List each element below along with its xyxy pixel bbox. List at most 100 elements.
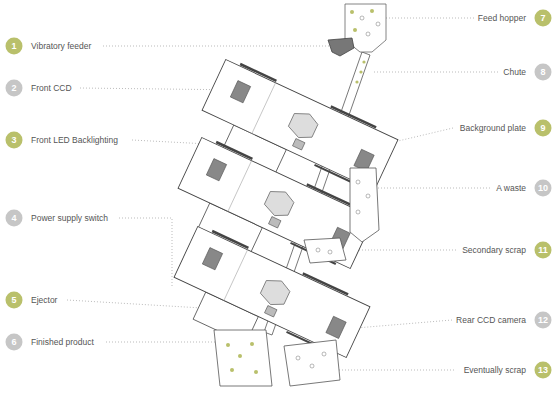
callout-number: 2: [5, 79, 23, 97]
panel-line: [228, 161, 252, 212]
callout-number: 8: [534, 63, 552, 81]
callout-number: 5: [5, 291, 23, 309]
callout-circle: 9: [534, 119, 552, 137]
unit-housing: [174, 226, 370, 357]
circle-shape: [535, 180, 552, 197]
ccd-camera: [206, 159, 226, 181]
part-name: Rear CCD camera: [456, 315, 526, 325]
panel-line: [252, 83, 276, 134]
grain: [359, 70, 362, 73]
part-name: Vibratory feeder: [31, 41, 91, 51]
leader-line: [372, 72, 498, 73]
top-strip: [212, 231, 248, 248]
grain: [296, 356, 300, 360]
callout-number: 6: [5, 333, 23, 351]
part-name: Power supply switch: [31, 213, 108, 223]
part-name: Front CCD: [31, 83, 72, 93]
leader-line: [103, 46, 332, 47]
grain: [356, 210, 360, 214]
top-strip: [216, 142, 252, 159]
top-strip: [240, 64, 276, 81]
grain: [230, 368, 234, 372]
leader-line: [106, 342, 216, 343]
grain: [250, 342, 254, 346]
ejector: [269, 217, 281, 228]
circle-shape: [6, 132, 23, 149]
grain: [366, 32, 370, 36]
callout-circle: 13: [534, 361, 552, 379]
panel-line: [224, 250, 248, 301]
grain: [355, 80, 358, 83]
rear-camera: [326, 316, 346, 338]
part-name: Eventually scrap: [464, 365, 526, 375]
chute-grains: [355, 60, 365, 83]
grain: [353, 28, 357, 32]
callout-number: 4: [5, 209, 23, 227]
callout-circle: 7: [534, 9, 552, 27]
part-name: Secondary scrap: [462, 245, 526, 255]
circle-shape: [6, 334, 23, 351]
eventually-scrap-bin: [284, 340, 340, 386]
callout-number: 9: [534, 119, 552, 137]
ejector: [293, 139, 305, 150]
grain: [328, 250, 332, 254]
grain: [350, 10, 354, 14]
top-strip: [307, 184, 352, 205]
lens: [286, 108, 321, 143]
circle-shape: [6, 210, 23, 227]
top-strip: [303, 273, 348, 294]
callout-circle: 11: [534, 241, 552, 259]
grain: [226, 343, 230, 347]
grain: [366, 194, 370, 198]
callout-circle: 6: [5, 333, 23, 351]
grain: [356, 180, 360, 184]
circle-shape: [535, 362, 552, 379]
callout-circle: 10: [534, 179, 552, 197]
leader-line: [376, 188, 490, 189]
part-name: Ejector: [31, 295, 57, 305]
grain: [376, 22, 380, 26]
callout-circle: 1: [5, 37, 23, 55]
leader-line: [386, 18, 474, 19]
callout-number: 3: [5, 131, 23, 149]
grain: [322, 352, 326, 356]
callout-circle: 3: [5, 131, 23, 149]
callout-circle: 12: [534, 311, 552, 329]
part-name: Chute: [503, 67, 526, 77]
grain: [310, 364, 314, 368]
callout-number: 13: [534, 361, 552, 379]
sorter-units: [161, 58, 398, 385]
grain: [362, 60, 365, 63]
callout-circle: 2: [5, 79, 23, 97]
grain: [360, 16, 364, 20]
circle-shape: [535, 64, 552, 81]
leader-lines: [67, 18, 498, 370]
callout-number: 7: [534, 9, 552, 27]
leader-line: [338, 370, 454, 371]
callout-circle: 5: [5, 291, 23, 309]
ccd-camera: [202, 248, 222, 270]
part-name: Front LED Backlighting: [31, 135, 118, 145]
lens: [258, 275, 293, 310]
circle-shape: [535, 10, 552, 27]
circle-shape: [6, 80, 23, 97]
part-name: Feed hopper: [478, 13, 526, 23]
grain: [316, 248, 320, 252]
circle-shape: [535, 242, 552, 259]
grain: [370, 9, 374, 13]
part-name: Background plate: [460, 123, 526, 133]
circle-shape: [535, 312, 552, 329]
grain: [254, 370, 258, 374]
callout-number: 1: [5, 37, 23, 55]
part-name: A waste: [496, 183, 526, 193]
ejector: [265, 306, 277, 317]
finished-product-bin: [214, 330, 272, 386]
callout-circle: 8: [534, 63, 552, 81]
top-strip: [331, 106, 376, 127]
ccd-camera: [230, 81, 250, 103]
circle-shape: [6, 292, 23, 309]
callout-number: 10: [534, 179, 552, 197]
bins: [214, 168, 379, 386]
grain: [238, 354, 242, 358]
